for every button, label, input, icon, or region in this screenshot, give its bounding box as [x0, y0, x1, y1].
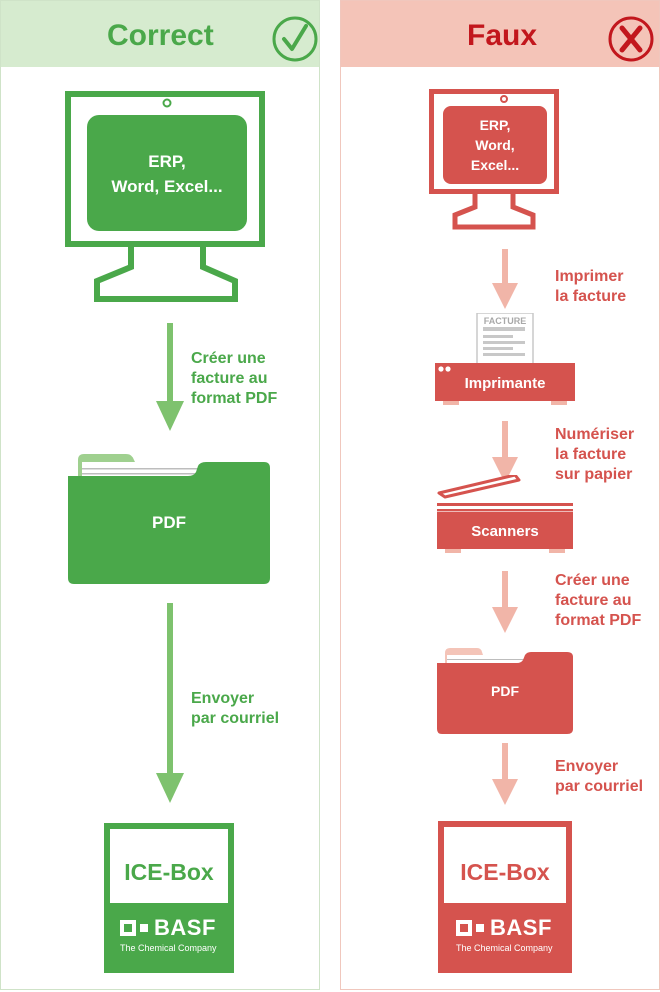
icebox-logo: ICE-Box BASF The Chemical Company [104, 823, 234, 973]
icebox-logo: ICE-Box BASF The Chemical Company [438, 821, 572, 973]
step-create-pdf: Créer une facture au format PDF [555, 572, 642, 629]
icebox-title: ICE-Box [460, 859, 550, 885]
icebox-title: ICE-Box [124, 859, 214, 885]
arrow-down-icon [492, 743, 518, 805]
pdf-label: PDF [491, 683, 519, 699]
basf-wordmark: BASF [490, 915, 552, 940]
basf-tagline: The Chemical Company [456, 943, 553, 953]
printer-label: Imprimante [464, 375, 546, 392]
wrong-header: Faux [341, 1, 659, 67]
basf-band: BASF The Chemical Company [444, 903, 566, 967]
correct-header: Correct [1, 1, 319, 67]
arrow-down-icon [156, 323, 184, 431]
basf-logo-icon [456, 920, 484, 936]
monitor-icon [429, 89, 559, 230]
arrow-down-icon [492, 571, 518, 633]
wrong-panel: Faux ERP, Word, Excel... Imprimer la fac… [340, 0, 660, 990]
paper-label: FACTURE [483, 316, 527, 326]
pdf-label: PDF [152, 513, 186, 532]
monitor-screen-text: ERP, Word, Excel... [470, 117, 520, 173]
pdf-folder-icon [68, 454, 270, 584]
scanner-icon [437, 475, 573, 553]
monitor-icon [65, 91, 265, 302]
pdf-folder-icon [437, 648, 573, 734]
basf-band: BASF The Chemical Company [110, 903, 228, 967]
arrow-down-icon [156, 603, 184, 803]
arrow-down-icon [492, 249, 518, 309]
step-send-email: Envoyer par courriel [555, 758, 644, 795]
x-circle-icon [608, 16, 654, 62]
correct-panel: Correct ERP, Word, Excel... Créer une fa… [0, 0, 320, 990]
basf-tagline: The Chemical Company [120, 943, 217, 953]
arrow-down-icon [492, 421, 518, 483]
step-print: Imprimer la facture [555, 268, 627, 305]
scanner-label: Scanners [471, 523, 539, 540]
printer-icon [435, 313, 575, 405]
step-scan: Numériser la facture sur papier [555, 426, 635, 483]
step-send-email: Envoyer par courriel [191, 690, 280, 727]
check-circle-icon [272, 16, 318, 62]
basf-wordmark: BASF [154, 915, 216, 940]
step-create-pdf: Créer une facture au format PDF [191, 350, 278, 407]
monitor-screen-text: ERP, Word, Excel... [111, 152, 223, 196]
correct-title: Correct [107, 19, 214, 52]
basf-logo-icon [120, 920, 148, 936]
wrong-title: Faux [467, 19, 538, 52]
